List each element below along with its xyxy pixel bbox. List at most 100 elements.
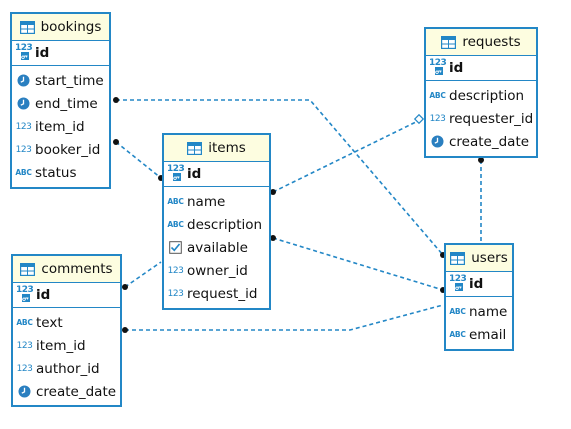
number-icon: 123 bbox=[15, 122, 32, 132]
checkbox-icon bbox=[167, 241, 184, 254]
number-icon-text: 123 bbox=[167, 265, 184, 276]
link-bookings-item-to-items bbox=[115, 141, 162, 179]
key-badge-icon bbox=[455, 283, 463, 291]
key-number-icon: 123 bbox=[429, 58, 447, 75]
clock-icon bbox=[15, 74, 32, 87]
column-row[interactable]: available bbox=[164, 236, 269, 259]
entity-header[interactable]: items bbox=[164, 135, 269, 162]
column-label: id bbox=[36, 287, 51, 303]
number-icon-text: 123 bbox=[15, 121, 32, 132]
entity-header[interactable]: requests bbox=[426, 29, 536, 56]
link-endpoint-dot bbox=[270, 189, 276, 195]
column-row[interactable]: create_date bbox=[426, 130, 536, 153]
column-label: description bbox=[449, 87, 525, 104]
column-label: available bbox=[187, 239, 248, 256]
text-icon-text: ABC bbox=[167, 220, 184, 229]
text-icon: ABC bbox=[167, 197, 184, 206]
number-icon: 123 bbox=[167, 289, 184, 299]
column-label: create_date bbox=[36, 383, 117, 400]
column-label: end_time bbox=[35, 95, 98, 112]
text-icon-text: ABC bbox=[429, 91, 446, 100]
clock-icon bbox=[429, 135, 446, 148]
column-label: name bbox=[469, 303, 508, 320]
column-label: request_id bbox=[187, 285, 258, 302]
key-badge-icon bbox=[21, 52, 29, 60]
number-icon-text: 123 bbox=[449, 274, 467, 284]
number-icon-text: 123 bbox=[429, 58, 447, 68]
link-items-owner-to-users bbox=[272, 237, 444, 291]
key-badge-icon bbox=[435, 67, 443, 75]
key-badge-icon bbox=[173, 173, 181, 181]
number-icon-text: 123 bbox=[16, 363, 33, 374]
key-number-icon: 123 bbox=[15, 43, 33, 60]
column-label: create_date bbox=[449, 133, 530, 150]
table-icon bbox=[441, 35, 457, 49]
number-icon: 123 bbox=[167, 266, 184, 276]
key-number-icon: 123 bbox=[16, 285, 34, 302]
entity-title: items bbox=[208, 140, 246, 156]
column-row[interactable]: create_date bbox=[13, 380, 120, 403]
column-label: start_time bbox=[35, 72, 104, 89]
key-number-icon: 123 bbox=[449, 274, 467, 291]
number-icon: 123 bbox=[16, 341, 33, 351]
link-items-request-to-requests bbox=[272, 119, 421, 193]
text-icon-text: ABC bbox=[16, 318, 33, 327]
number-icon: 123 bbox=[15, 145, 32, 155]
text-icon-text: ABC bbox=[167, 197, 184, 206]
number-icon-text: 123 bbox=[167, 288, 184, 299]
link-endpoint-dot bbox=[113, 97, 119, 103]
entity-title: bookings bbox=[40, 19, 102, 35]
column-row[interactable]: end_time bbox=[12, 92, 109, 115]
text-icon-text: ABC bbox=[449, 330, 466, 339]
link-endpoint-dot bbox=[122, 327, 128, 333]
entity-title: comments bbox=[41, 261, 113, 277]
number-icon-text: 123 bbox=[167, 164, 185, 174]
table-icon bbox=[187, 141, 203, 155]
table-icon bbox=[19, 20, 35, 34]
entity-header[interactable]: bookings bbox=[12, 14, 109, 41]
table-icon bbox=[450, 251, 466, 265]
entity-header[interactable]: users bbox=[446, 245, 512, 272]
link-endpoint-dot bbox=[122, 284, 128, 290]
column-row[interactable]: start_time bbox=[12, 69, 109, 92]
column-label: email bbox=[469, 326, 507, 343]
column-label: item_id bbox=[36, 337, 86, 354]
number-icon-text: 123 bbox=[429, 113, 446, 124]
text-icon: ABC bbox=[449, 307, 466, 316]
column-label: owner_id bbox=[187, 262, 248, 279]
link-endpoint-dot bbox=[478, 157, 484, 163]
entity-header[interactable]: comments bbox=[13, 256, 120, 283]
clock-icon bbox=[16, 385, 33, 398]
key-number-icon: 123 bbox=[167, 164, 185, 181]
link-endpoint-dot bbox=[270, 235, 276, 241]
number-icon: 123 bbox=[16, 364, 33, 374]
